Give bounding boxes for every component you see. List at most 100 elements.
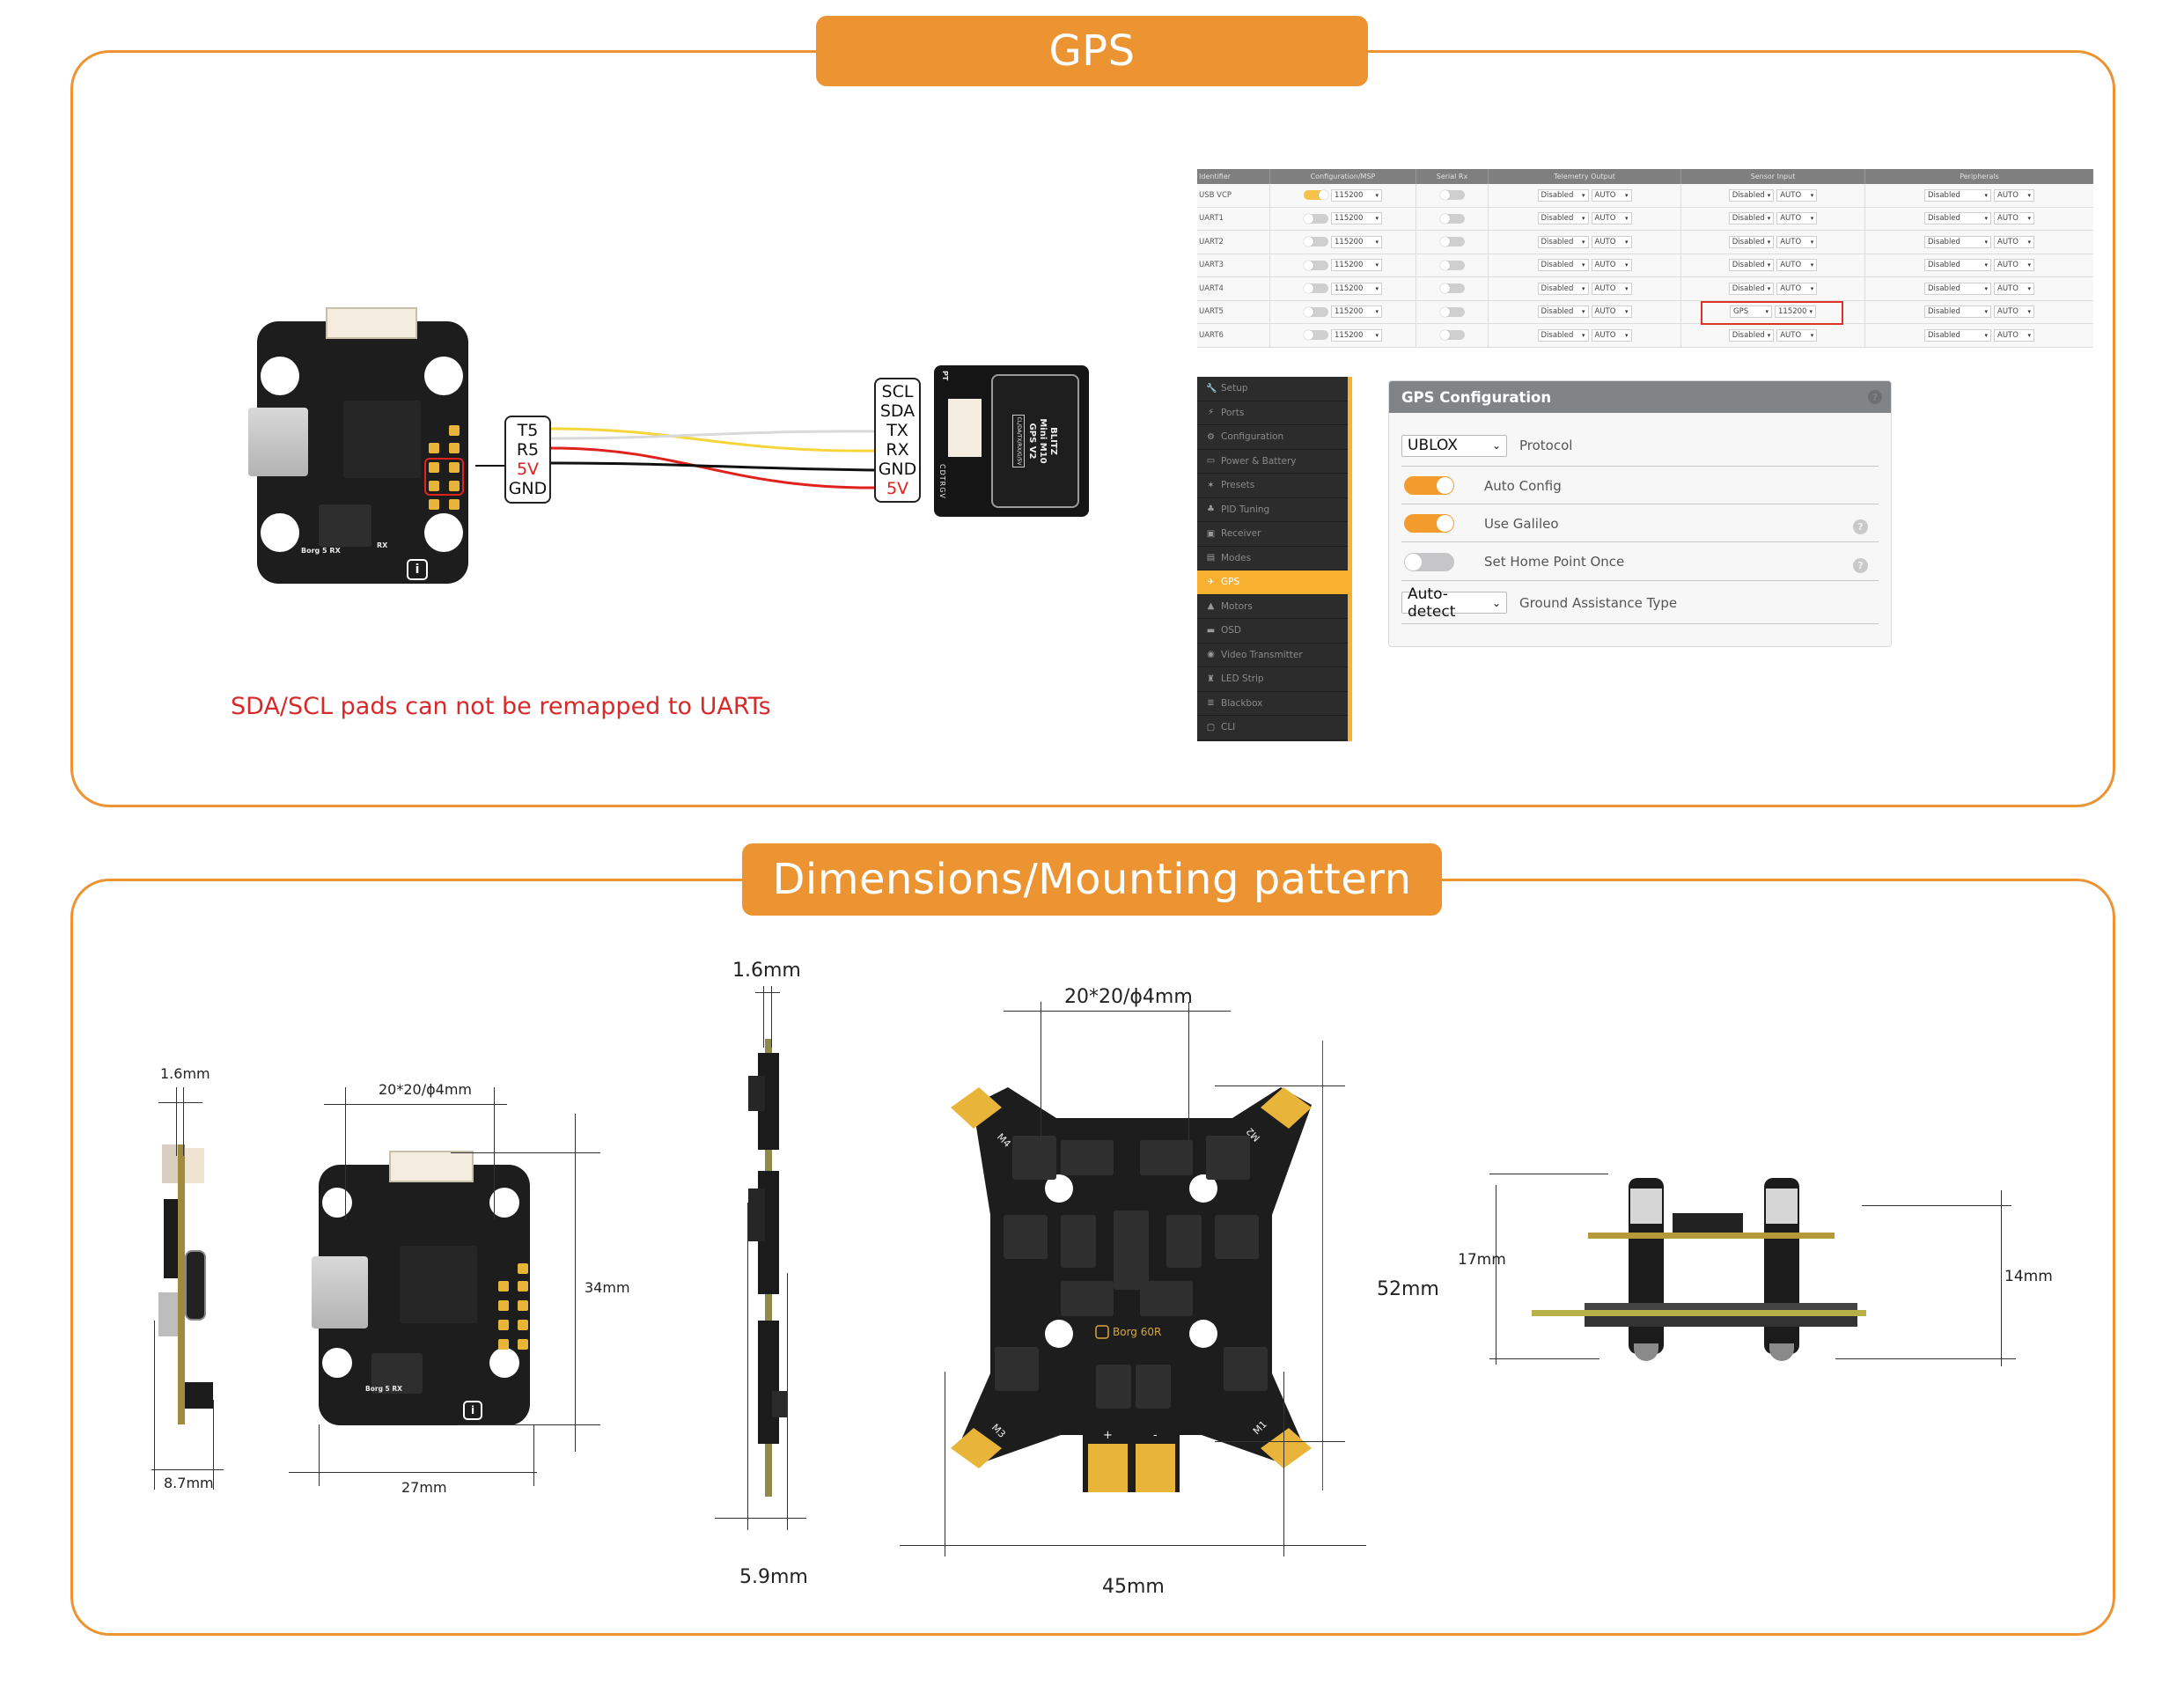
peripherals-baud-select[interactable]: AUTO▾ <box>1994 259 2034 272</box>
sidebar-item-label: LED Strip <box>1221 673 1264 685</box>
sidebar-item-ports[interactable]: ⚡Ports <box>1197 401 1348 425</box>
sensor-select[interactable]: Disabled▾ <box>1728 259 1775 272</box>
msp-baud-select[interactable]: 115200▾ <box>1331 188 1382 202</box>
sensor-baud-select[interactable]: AUTO▾ <box>1776 282 1818 295</box>
msp-toggle[interactable] <box>1304 237 1328 247</box>
serial-rx-toggle[interactable] <box>1439 260 1465 270</box>
help-icon[interactable]: ? <box>1853 558 1868 573</box>
serial-rx-toggle[interactable] <box>1439 330 1465 341</box>
serial-rx-toggle[interactable] <box>1439 283 1465 294</box>
telemetry-baud-select[interactable]: AUTO▾ <box>1591 328 1632 342</box>
sidebar-item-pid-tuning[interactable]: ♣PID Tuning <box>1197 498 1348 522</box>
peripherals-select[interactable]: Disabled▾ <box>1924 259 1991 272</box>
telemetry-select[interactable]: Disabled▾ <box>1537 328 1589 342</box>
msp-toggle[interactable] <box>1304 283 1328 294</box>
sidebar-item-motors[interactable]: ▲Motors <box>1197 595 1348 619</box>
serial-rx-toggle[interactable] <box>1439 213 1465 224</box>
peripherals-baud-select[interactable]: AUTO▾ <box>1994 328 2034 342</box>
peripherals-select[interactable]: Disabled▾ <box>1924 282 1991 295</box>
peripherals-select[interactable]: Disabled▾ <box>1924 305 1991 319</box>
chevron-down-icon: ▾ <box>1767 215 1771 223</box>
serial-rx-toggle[interactable] <box>1439 306 1465 317</box>
sensor-baud-select[interactable]: AUTO▾ <box>1776 235 1818 248</box>
serial-rx-toggle[interactable] <box>1439 237 1465 247</box>
dimensions-section-title: Dimensions/Mounting pattern <box>742 843 1442 916</box>
sidebar-item-blackbox[interactable]: ≣Blackbox <box>1197 692 1348 716</box>
chevron-down-icon: ⌄ <box>1491 439 1501 452</box>
msp-baud-select[interactable]: 115200▾ <box>1331 328 1382 342</box>
sensor-baud-select[interactable]: AUTO▾ <box>1776 212 1818 225</box>
sensor-select[interactable]: Disabled▾ <box>1728 328 1775 342</box>
sensor-baud-select[interactable]: AUTO▾ <box>1776 328 1818 342</box>
telemetry-select[interactable]: Disabled▾ <box>1537 188 1589 202</box>
gps-brand: BLITZ <box>1048 427 1058 455</box>
sidebar-item-presets[interactable]: ✶Presets <box>1197 474 1348 498</box>
sensor-select[interactable]: Disabled▾ <box>1728 235 1775 248</box>
peripherals-select[interactable]: Disabled▾ <box>1924 235 1991 248</box>
sidebar-item-cli[interactable]: ▢CLI <box>1197 716 1348 740</box>
sidebar-item-receiver[interactable]: ▣Receiver <box>1197 522 1348 547</box>
msp-toggle[interactable] <box>1304 260 1328 270</box>
peripherals-baud-select[interactable]: AUTO▾ <box>1994 188 2034 202</box>
telemetry-baud-select[interactable]: AUTO▾ <box>1591 235 1632 248</box>
sensor-baud-select[interactable]: AUTO▾ <box>1776 188 1818 202</box>
chevron-down-icon: ▾ <box>2027 215 2031 223</box>
telemetry-baud-select[interactable]: AUTO▾ <box>1591 188 1632 202</box>
telemetry-baud-select[interactable]: AUTO▾ <box>1591 212 1632 225</box>
peripherals-baud-select-value: AUTO <box>1997 283 2019 293</box>
peripherals-select-value: Disabled <box>1928 237 1960 247</box>
set-home-once-toggle[interactable] <box>1404 552 1454 571</box>
telemetry-baud-select[interactable]: AUTO▾ <box>1591 305 1632 319</box>
msp-toggle[interactable] <box>1304 306 1328 317</box>
msp-baud-select[interactable]: 115200▾ <box>1331 305 1382 319</box>
peripherals-baud-select[interactable]: AUTO▾ <box>1994 235 2034 248</box>
msp-baud-select[interactable]: 115200▾ <box>1331 259 1382 272</box>
ground-assist-select[interactable]: Auto-detect⌄ <box>1401 585 1507 621</box>
msp-toggle[interactable] <box>1304 190 1328 201</box>
help-icon[interactable]: ? <box>1868 390 1882 404</box>
sidebar-item-osd[interactable]: ▬OSD <box>1197 619 1348 644</box>
sidebar-item-video-transmitter[interactable]: ◉Video Transmitter <box>1197 644 1348 667</box>
sidebar-item-modes[interactable]: ▤Modes <box>1197 547 1348 570</box>
msp-baud-select[interactable]: 115200▾ <box>1331 212 1382 225</box>
sidebar-item-label: Motors <box>1221 600 1253 612</box>
sidebar-item-led-strip[interactable]: ♜LED Strip <box>1197 667 1348 692</box>
sensor-baud-select[interactable]: AUTO▾ <box>1776 259 1818 272</box>
peripherals-baud-select[interactable]: AUTO▾ <box>1994 305 2034 319</box>
peripherals-baud-select[interactable]: AUTO▾ <box>1994 282 2034 295</box>
sensor-baud-select[interactable]: 115200▾ <box>1775 305 1816 319</box>
sidebar-item-power-battery[interactable]: ▭Power & Battery <box>1197 450 1348 474</box>
msp-toggle[interactable] <box>1304 330 1328 341</box>
telemetry-select[interactable]: Disabled▾ <box>1537 282 1589 295</box>
peripherals-baud-select[interactable]: AUTO▾ <box>1994 212 2034 225</box>
msp-baud-select[interactable]: 115200▾ <box>1331 235 1382 248</box>
telemetry-select[interactable]: Disabled▾ <box>1537 235 1589 248</box>
protocol-select[interactable]: UBLOX⌄ <box>1401 434 1507 457</box>
serial-rx-toggle[interactable] <box>1439 190 1465 201</box>
help-icon[interactable]: ? <box>1853 519 1868 534</box>
peripherals-select[interactable]: Disabled▾ <box>1924 212 1991 225</box>
sensor-select[interactable]: Disabled▾ <box>1728 282 1775 295</box>
sidebar-item-setup[interactable]: 🔧Setup <box>1197 377 1348 401</box>
msp-baud-select[interactable]: 115200▾ <box>1331 282 1382 295</box>
port-identifier: USB VCP <box>1197 184 1270 207</box>
sidebar-item-label: Blackbox <box>1221 697 1263 709</box>
sidebar-item-label: OSD <box>1221 625 1242 637</box>
auto-config-toggle[interactable] <box>1404 476 1454 495</box>
wire-red <box>551 446 877 489</box>
peripherals-select[interactable]: Disabled▾ <box>1924 328 1991 342</box>
sensor-select[interactable]: Disabled▾ <box>1728 212 1775 225</box>
telemetry-select[interactable]: Disabled▾ <box>1537 212 1589 225</box>
telemetry-select[interactable]: Disabled▾ <box>1537 305 1589 319</box>
telemetry-baud-select[interactable]: AUTO▾ <box>1591 259 1632 272</box>
telemetry-baud-select[interactable]: AUTO▾ <box>1591 282 1632 295</box>
sidebar-item-configuration[interactable]: ⚙Configuration <box>1197 425 1348 450</box>
peripherals-select[interactable]: Disabled▾ <box>1924 188 1991 202</box>
telemetry-select[interactable]: Disabled▾ <box>1537 259 1589 272</box>
sensor-select[interactable]: GPS▾ <box>1730 305 1773 319</box>
sidebar-item-gps[interactable]: ✈GPS <box>1197 570 1348 595</box>
msp-toggle[interactable] <box>1304 213 1328 224</box>
sensor-select[interactable]: Disabled▾ <box>1728 188 1775 202</box>
use-galileo-toggle[interactable] <box>1404 514 1454 533</box>
